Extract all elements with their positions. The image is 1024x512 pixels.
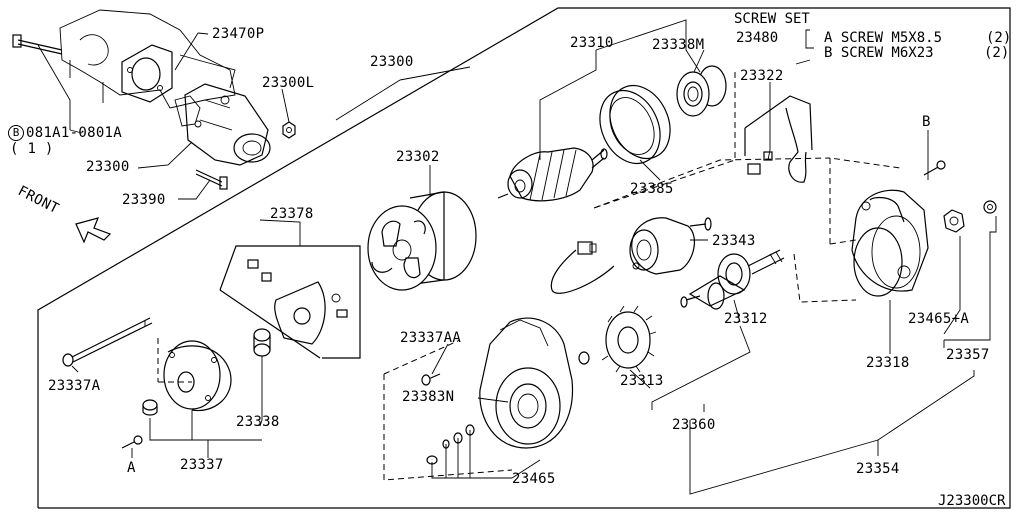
label-23310: 23310 bbox=[570, 35, 614, 51]
front-housing-23383N bbox=[479, 317, 590, 449]
label-23338M: 23338M bbox=[652, 37, 705, 53]
label-23357: 23357 bbox=[946, 347, 990, 363]
lever-kit-23322 bbox=[744, 95, 813, 183]
cap-23337-small bbox=[142, 399, 158, 416]
label-23360: 23360 bbox=[672, 417, 716, 433]
label-23378: 23378 bbox=[270, 206, 314, 222]
label-23337AA: 23337AA bbox=[400, 330, 462, 346]
screw-set-title: SCREW SET bbox=[734, 11, 810, 27]
screw-set-code: 23480 bbox=[736, 30, 779, 46]
marker-a: A bbox=[127, 460, 136, 476]
bolt-23390 bbox=[195, 169, 228, 190]
yoke-23302 bbox=[367, 191, 477, 291]
label-23465: 23465 bbox=[512, 471, 556, 487]
leader-lines bbox=[37, 19, 997, 495]
screw-23337AA bbox=[421, 373, 441, 386]
nut-23300L bbox=[282, 121, 296, 139]
label-23338: 23338 bbox=[236, 414, 280, 430]
starter-installed bbox=[174, 83, 271, 166]
screw-b-description: B SCREW M6X23 bbox=[824, 45, 934, 61]
label-23302: 23302 bbox=[396, 149, 440, 165]
front-arrow-icon bbox=[75, 217, 112, 244]
engine-block-outline bbox=[59, 9, 236, 109]
through-bolt-23337A bbox=[62, 317, 153, 367]
label-23470P: 23470P bbox=[212, 26, 265, 42]
starter-mounting-plate bbox=[121, 44, 173, 103]
label-23465-plus-a: 23465+A bbox=[908, 311, 970, 327]
label-23354: 23354 bbox=[856, 461, 900, 477]
bearing-23338M bbox=[676, 65, 727, 117]
ring-23357 bbox=[983, 200, 997, 214]
bolt-ref-qty: ( 1 ) bbox=[10, 141, 54, 157]
label-23300L: 23300L bbox=[262, 75, 315, 91]
label-23322: 23322 bbox=[740, 68, 784, 84]
label-23313: 23313 bbox=[620, 373, 664, 389]
label-23318: 23318 bbox=[866, 355, 910, 371]
screw-a-description: A SCREW M5X8.5 bbox=[824, 30, 943, 46]
label-23337A: 23337A bbox=[48, 378, 101, 394]
circled-b-symbol: B bbox=[8, 125, 24, 141]
label-23390: 23390 bbox=[122, 192, 166, 208]
brush-holder-box bbox=[219, 245, 361, 359]
clutch-gear-23313 bbox=[601, 305, 657, 373]
bolt-ref-code: 081A1-0801A bbox=[26, 125, 123, 141]
rear-cover-23337 bbox=[163, 340, 232, 412]
washers-23465 bbox=[426, 424, 475, 465]
ring-23385 bbox=[599, 84, 671, 165]
marker-b: B bbox=[922, 114, 931, 130]
armature-23310 bbox=[497, 147, 608, 202]
gear-housing-23318 bbox=[851, 189, 929, 297]
screw-a-rear bbox=[121, 435, 143, 449]
pinion-shaft-23312 bbox=[680, 249, 785, 310]
label-23300-assembly: 23300 bbox=[370, 54, 414, 70]
screw-a-qty: (2) bbox=[986, 30, 1012, 46]
bolt-081A1 bbox=[12, 34, 63, 55]
label-23343: 23343 bbox=[712, 233, 756, 249]
label-23312: 23312 bbox=[724, 311, 768, 327]
screw-b-qty: (2) bbox=[984, 45, 1010, 61]
label-23383N: 23383N bbox=[402, 389, 455, 405]
nut-23465A bbox=[943, 209, 965, 233]
bushing-23338 bbox=[253, 328, 271, 357]
solenoid-23343 bbox=[550, 217, 712, 294]
assembly-frame bbox=[37, 7, 1011, 509]
label-23385: 23385 bbox=[630, 181, 674, 197]
label-23337: 23337 bbox=[180, 457, 224, 473]
screw-b-right bbox=[923, 160, 946, 176]
label-23300-starter: 23300 bbox=[86, 159, 130, 175]
diagram-reference-code: J23300CR bbox=[938, 493, 1006, 509]
